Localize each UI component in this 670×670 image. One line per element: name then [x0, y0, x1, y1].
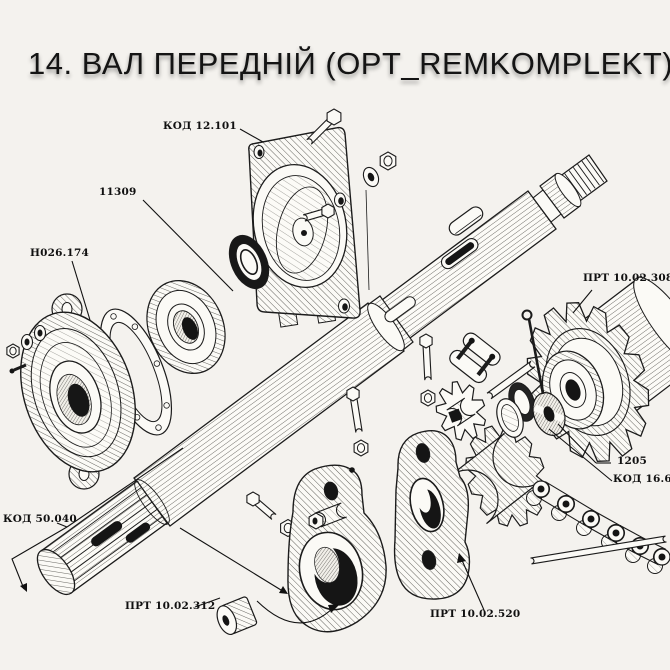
chain-master-link [449, 332, 501, 384]
flange-fasteners [9, 324, 47, 374]
bearing-11309 [146, 279, 226, 375]
part-label-kod-16-619: КОД 16.619 [613, 473, 670, 485]
pillow-block-a [287, 464, 387, 633]
washer-ring [496, 398, 524, 438]
bolts-and-nuts [6, 108, 436, 538]
gasket-ring [99, 308, 173, 436]
spline-slots [91, 521, 151, 547]
cotter-pin [521, 309, 545, 395]
part-label-n026-174: Н026.174 [30, 247, 90, 259]
bushing-prt-10-02-312 [216, 596, 258, 635]
flange-housing-n026-174 [20, 293, 136, 490]
mounting-plate-kod-12-101 [248, 126, 370, 328]
dowel-pin [486, 360, 536, 400]
main-shaft [36, 154, 608, 596]
part-label-kod-50-040: КОД 50.040 [3, 513, 77, 525]
page-title: 14. ВАЛ ПЕРЕДНІЙ (OPT_REMKOMPLEKT) [28, 46, 670, 81]
part-label-kod-12-101: КОД 12.101 [163, 120, 237, 132]
washer-top-right [362, 166, 380, 188]
chain-pin-rod [530, 535, 667, 565]
leader-lines [11, 128, 613, 624]
pillow-block-b [393, 430, 471, 600]
keyway-slot [440, 238, 479, 270]
keyway-slot-2 [384, 296, 416, 323]
sprocket-drum [449, 432, 542, 525]
split-collar [532, 392, 566, 436]
part-label-prt-10-02-308: ПРТ 10.02.308 [583, 272, 670, 284]
roller-chain [526, 480, 670, 574]
part-label-prt-10-02-312: ПРТ 10.02.312 [125, 600, 216, 612]
small-sprocket [435, 380, 487, 441]
woodruff-key [448, 206, 484, 236]
seal-ring [228, 234, 270, 290]
assembly-arrows [20, 553, 466, 613]
plate-bolt-holes [253, 145, 350, 314]
shaft-tip-face [36, 548, 76, 596]
part-label-11309: 11309 [99, 186, 137, 198]
part-label-1205: 1205 [617, 455, 648, 467]
part-label-prt-10-02-520: ПРТ 10.02.520 [430, 608, 521, 620]
